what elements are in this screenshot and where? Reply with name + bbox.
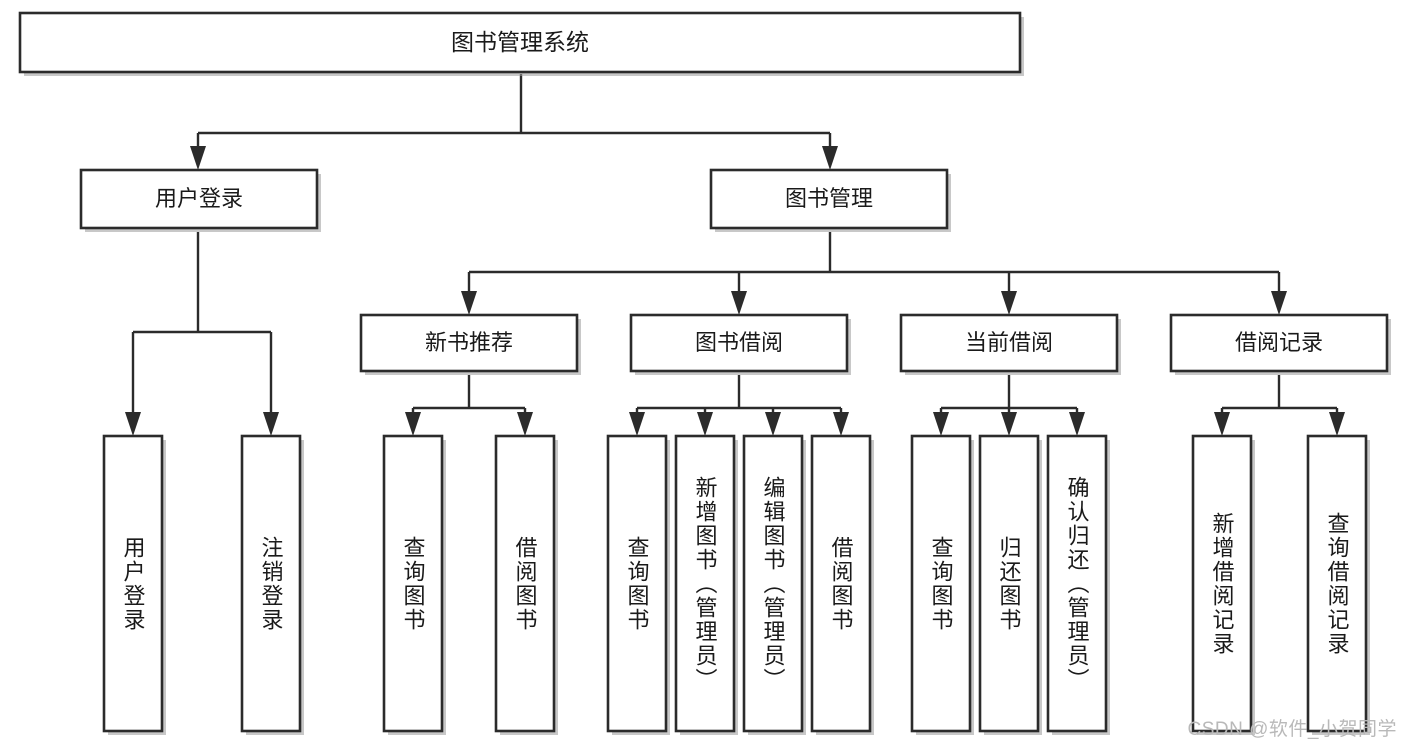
connector-group bbox=[125, 74, 1345, 436]
watermark-text: CSDN @软件_小贺同学 bbox=[1187, 719, 1397, 740]
leaf-query-record-box[interactable] bbox=[1306, 434, 1368, 733]
arrowhead-book-manage bbox=[822, 146, 838, 170]
leaf-user-login-box[interactable] bbox=[102, 434, 164, 733]
arrowhead-leaf-query-book-1 bbox=[405, 412, 421, 436]
leaf-query-book-2-box[interactable] bbox=[606, 434, 668, 733]
arrowhead-leaf-confirm-return bbox=[1069, 412, 1085, 436]
arrowhead-book-borrow bbox=[731, 291, 747, 315]
arrowhead-current-borrow bbox=[1001, 291, 1017, 315]
leaf-box-group bbox=[102, 434, 1370, 735]
leaf-logout-login-box[interactable] bbox=[240, 434, 302, 733]
arrowhead-leaf-borrow-book-1 bbox=[517, 412, 533, 436]
node-borrow-record[interactable]: 借阅记录 bbox=[1169, 313, 1391, 375]
node-root[interactable]: 图书管理系统 bbox=[18, 11, 1024, 76]
arrowhead-leaf-query-book-3 bbox=[933, 412, 949, 436]
leaf-borrow-book-1-box[interactable] bbox=[494, 434, 556, 733]
node-root-label: 图书管理系统 bbox=[451, 29, 589, 55]
arrowhead-leaf-query-record bbox=[1329, 412, 1345, 436]
node-new-book-rec-box[interactable] bbox=[359, 313, 579, 373]
leaf-query-book-1-box[interactable] bbox=[382, 434, 444, 733]
arrowhead-leaf-add-book bbox=[697, 412, 713, 436]
node-book-borrow-label: 图书借阅 bbox=[695, 330, 783, 355]
arrowhead-leaf-edit-book bbox=[765, 412, 781, 436]
node-borrow-record-box[interactable] bbox=[1169, 313, 1389, 373]
arrowhead-leaf-logout-login bbox=[263, 412, 279, 436]
node-book-borrow-box[interactable] bbox=[629, 313, 849, 373]
node-book-borrow[interactable]: 图书借阅 bbox=[629, 313, 851, 375]
node-user-login-label: 用户登录 bbox=[155, 186, 243, 211]
node-new-book-rec[interactable]: 新书推荐 bbox=[359, 313, 581, 375]
node-current-borrow-box[interactable] bbox=[899, 313, 1119, 373]
node-current-borrow-label: 当前借阅 bbox=[965, 330, 1053, 355]
arrowhead-leaf-borrow-book-2 bbox=[833, 412, 849, 436]
leaf-add-book-box[interactable] bbox=[674, 434, 736, 733]
node-current-borrow[interactable]: 当前借阅 bbox=[899, 313, 1121, 375]
arrowhead-leaf-add-record bbox=[1214, 412, 1230, 436]
arrowhead-leaf-query-book-2 bbox=[629, 412, 645, 436]
arrowhead-borrow-record bbox=[1271, 291, 1287, 315]
leaf-add-record-box[interactable] bbox=[1191, 434, 1253, 733]
leaf-borrow-book-2-box[interactable] bbox=[810, 434, 872, 733]
node-user-login-box[interactable] bbox=[79, 168, 319, 230]
node-book-manage-label: 图书管理 bbox=[785, 186, 873, 211]
leaf-edit-book-box[interactable] bbox=[742, 434, 804, 733]
node-book-manage-box[interactable] bbox=[709, 168, 949, 230]
node-book-manage[interactable]: 图书管理 bbox=[709, 168, 951, 232]
node-new-book-rec-label: 新书推荐 bbox=[425, 330, 513, 355]
leaf-query-book-3-box[interactable] bbox=[910, 434, 972, 733]
arrowhead-user-login bbox=[190, 146, 206, 170]
arrowhead-leaf-user-login bbox=[125, 412, 141, 436]
arrowhead-leaf-return-book bbox=[1001, 412, 1017, 436]
leaf-return-book-box[interactable] bbox=[978, 434, 1040, 733]
leaf-confirm-return-box[interactable] bbox=[1046, 434, 1108, 733]
node-root-box[interactable] bbox=[18, 11, 1022, 74]
node-user-login[interactable]: 用户登录 bbox=[79, 168, 321, 232]
node-borrow-record-label: 借阅记录 bbox=[1235, 330, 1323, 355]
arrowhead-new-book-rec bbox=[461, 291, 477, 315]
